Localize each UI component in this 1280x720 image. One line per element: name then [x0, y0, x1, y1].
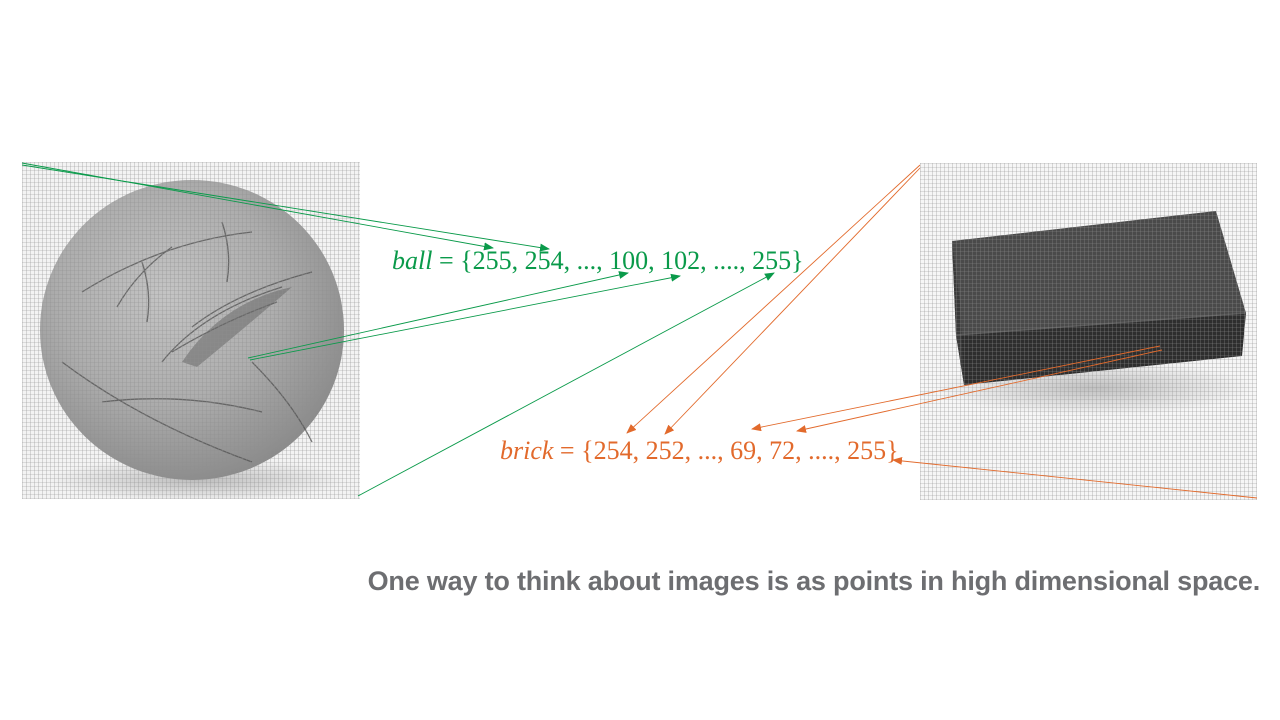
ball-eq-equals: =	[438, 246, 454, 275]
brick-eq-equals: =	[559, 436, 575, 465]
ball-eq-values: {255, 254, ..., 100, 102, ...., 255}	[460, 246, 804, 275]
brick-arrow-2	[664, 167, 921, 435]
brick-eq-name: brick	[500, 436, 554, 465]
caption: One way to think about images is as poin…	[367, 566, 1261, 596]
ball-image	[22, 162, 360, 499]
ball-equation: ball = {255, 254, ..., 100, 102, ...., 2…	[392, 246, 804, 276]
brick-image	[920, 163, 1257, 500]
brick-arrow-1	[626, 164, 921, 434]
ball-eq-name: ball	[392, 246, 433, 275]
brick-equation: brick = {254, 252, ..., 69, 72, ...., 25…	[500, 436, 899, 466]
brick-eq-values: {254, 252, ..., 69, 72, ...., 255}	[581, 436, 899, 465]
